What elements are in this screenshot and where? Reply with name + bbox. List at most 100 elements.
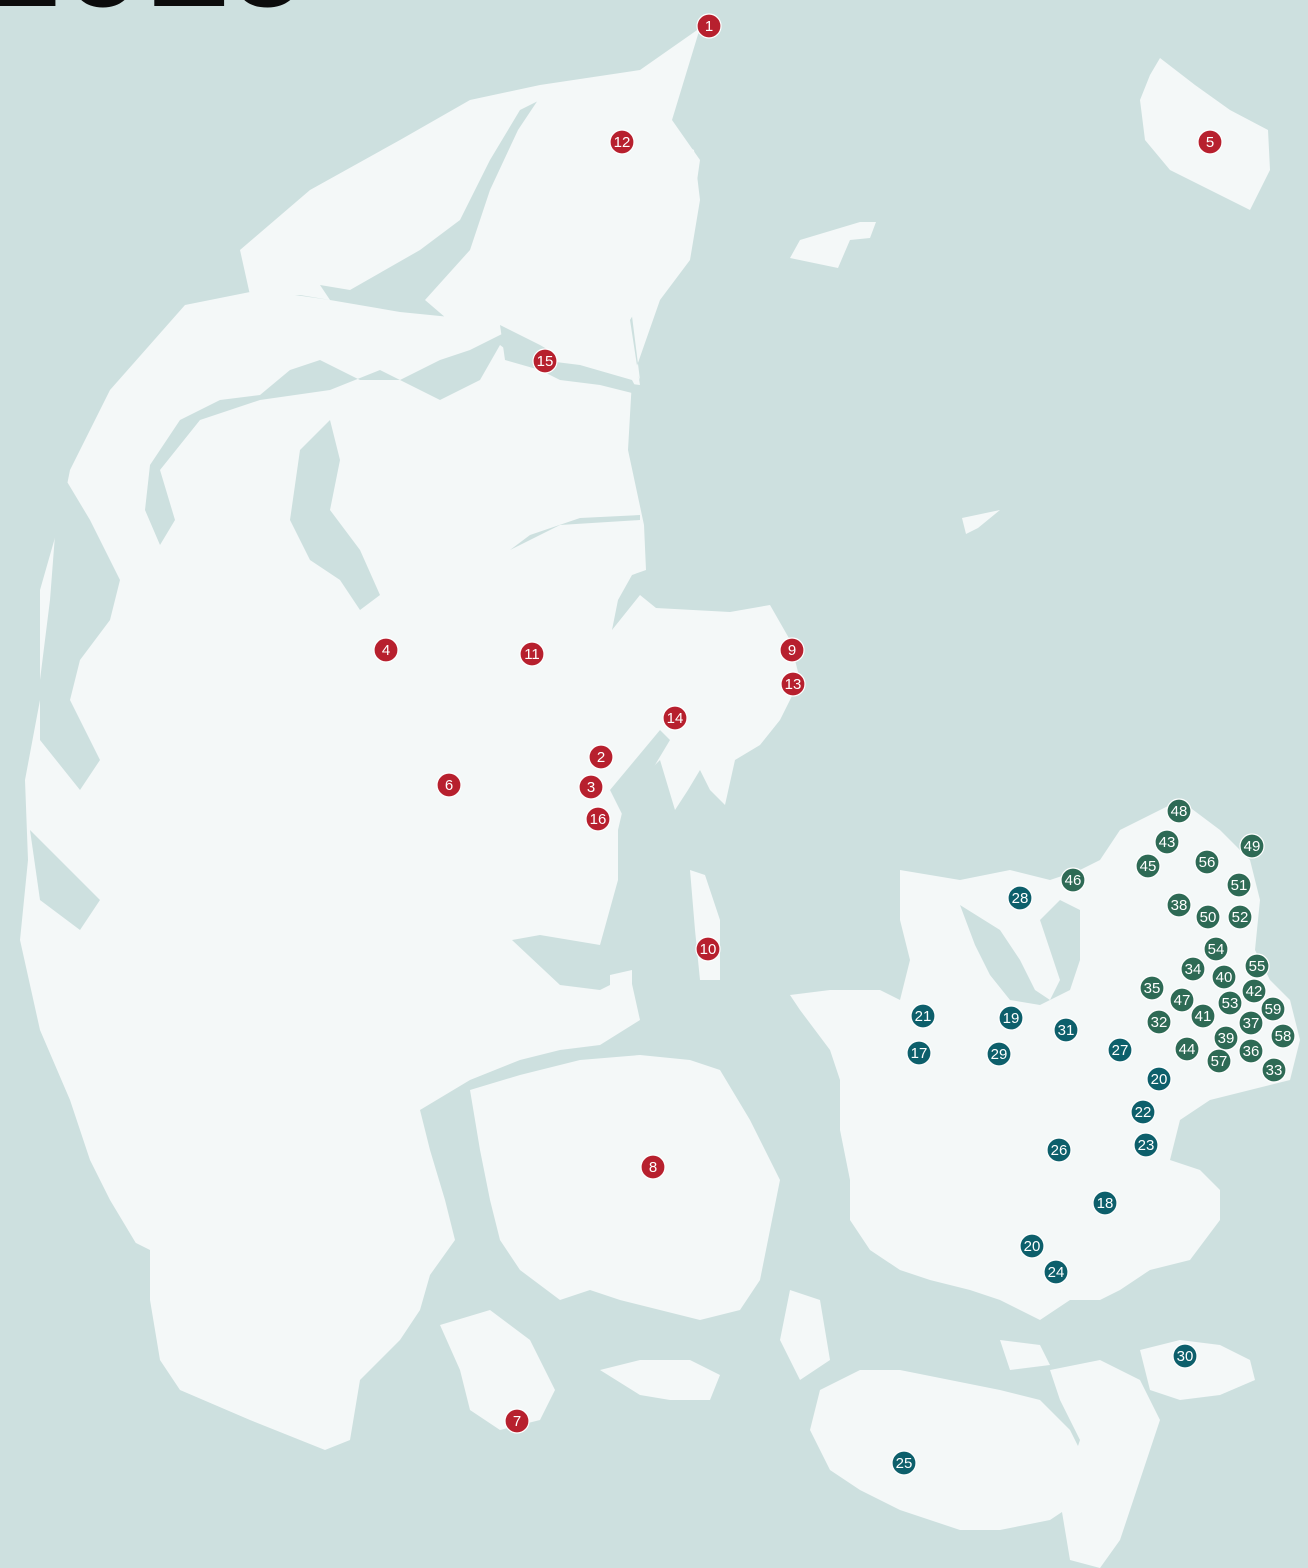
map-marker[interactable]: 8 (640, 1154, 666, 1180)
map-marker[interactable]: 10 (695, 936, 721, 962)
marker-dot (578, 774, 604, 800)
map-marker[interactable]: 18 (1092, 1190, 1118, 1216)
marker-label: 5 (1206, 134, 1214, 151)
land-als (440, 1310, 555, 1430)
marker-label: 2 (597, 749, 605, 766)
marker-dot (779, 637, 805, 663)
marker-label: 7 (513, 1413, 521, 1430)
map-marker[interactable]: 1 (696, 13, 722, 39)
marker-dot (1180, 956, 1206, 982)
map-marker[interactable]: 33 (1261, 1057, 1287, 1083)
marker-dot (519, 641, 545, 667)
map-marker[interactable]: 54 (1203, 936, 1229, 962)
map-marker[interactable]: 14 (662, 705, 688, 731)
map-marker[interactable]: 28 (1007, 885, 1033, 911)
land-vendsyssel (425, 28, 700, 385)
map-marker[interactable]: 50 (1195, 904, 1221, 930)
map-marker[interactable]: 22 (1130, 1099, 1156, 1125)
map-marker[interactable]: 36 (1238, 1038, 1264, 1064)
marker-dot (373, 637, 399, 663)
map-marker[interactable]: 30 (1172, 1343, 1198, 1369)
map-marker[interactable]: 42 (1241, 978, 1267, 1004)
marker-label: 34 (1185, 961, 1202, 978)
map-marker[interactable]: 20 (1146, 1066, 1172, 1092)
map-marker[interactable]: 3 (578, 774, 604, 800)
map-marker[interactable]: 15 (532, 348, 558, 374)
marker-dot (1194, 849, 1220, 875)
map-marker[interactable]: 43 (1154, 829, 1180, 855)
map-marker[interactable]: 41 (1190, 1003, 1216, 1029)
marker-dot (1092, 1190, 1118, 1216)
map-marker[interactable]: 45 (1135, 853, 1161, 879)
marker-label: 27 (1112, 1042, 1129, 1059)
water-west-lake (30, 830, 100, 930)
map-marker[interactable]: 12 (609, 129, 635, 155)
marker-label: 52 (1232, 909, 1249, 926)
marker-dot (1007, 885, 1033, 911)
map-marker[interactable]: 26 (1046, 1137, 1072, 1163)
marker-label: 14 (667, 710, 684, 727)
map-marker[interactable]: 13 (780, 671, 806, 697)
map-marker[interactable]: 44 (1174, 1036, 1200, 1062)
marker-dot (1238, 1010, 1264, 1036)
map-marker[interactable]: 40 (1211, 964, 1237, 990)
map-marker[interactable]: 52 (1227, 904, 1253, 930)
map-marker[interactable]: 38 (1166, 892, 1192, 918)
map-marker[interactable]: 47 (1169, 987, 1195, 1013)
marker-dot (696, 13, 722, 39)
marker-dot (891, 1450, 917, 1476)
map-marker[interactable]: 35 (1139, 975, 1165, 1001)
map-marker[interactable]: 19 (998, 1005, 1024, 1031)
map-marker[interactable]: 55 (1244, 953, 1270, 979)
map-marker[interactable]: 16 (585, 806, 611, 832)
map-marker[interactable]: 20 (1019, 1233, 1045, 1259)
marker-dot (1238, 1038, 1264, 1064)
map-marker[interactable]: 32 (1146, 1009, 1172, 1035)
marker-label: 30 (1177, 1348, 1194, 1365)
map-marker[interactable]: 24 (1043, 1259, 1069, 1285)
marker-dot (1190, 1003, 1216, 1029)
map-marker[interactable]: 6 (436, 772, 462, 798)
map-marker[interactable]: 53 (1217, 990, 1243, 1016)
map-marker[interactable]: 39 (1213, 1025, 1239, 1051)
marker-dot (1241, 978, 1267, 1004)
map-marker[interactable]: 2 (588, 744, 614, 770)
map-marker[interactable]: 17 (906, 1040, 932, 1066)
map-marker[interactable]: 59 (1260, 996, 1286, 1022)
map-marker[interactable]: 48 (1166, 798, 1192, 824)
marker-label: 41 (1195, 1008, 1212, 1025)
map-marker[interactable]: 21 (910, 1003, 936, 1029)
map-marker[interactable]: 31 (1053, 1017, 1079, 1043)
map-title: 2019 (0, 0, 312, 38)
map-marker[interactable]: 11 (519, 641, 545, 667)
map-marker[interactable]: 57 (1206, 1048, 1232, 1074)
map-marker[interactable]: 27 (1107, 1037, 1133, 1063)
marker-label: 50 (1200, 909, 1217, 926)
map-marker[interactable]: 37 (1238, 1010, 1264, 1036)
map-marker[interactable]: 25 (891, 1450, 917, 1476)
map-marker[interactable]: 34 (1180, 956, 1206, 982)
map-marker[interactable]: 58 (1270, 1023, 1296, 1049)
map-marker[interactable]: 49 (1239, 833, 1265, 859)
map-marker[interactable]: 46 (1060, 867, 1086, 893)
marker-label: 37 (1243, 1015, 1260, 1032)
marker-label: 38 (1171, 897, 1188, 914)
marker-label: 35 (1144, 980, 1161, 997)
map-marker[interactable]: 23 (1133, 1132, 1159, 1158)
map-marker[interactable]: 56 (1194, 849, 1220, 875)
map-marker[interactable]: 29 (986, 1041, 1012, 1067)
marker-dot (695, 936, 721, 962)
map-marker[interactable]: 7 (504, 1408, 530, 1434)
marker-label: 13 (785, 676, 802, 693)
map-marker[interactable]: 4 (373, 637, 399, 663)
map-marker[interactable]: 5 (1197, 129, 1223, 155)
map-marker[interactable]: 9 (779, 637, 805, 663)
marker-dot (1206, 1048, 1232, 1074)
map-marker[interactable]: 51 (1226, 872, 1252, 898)
land-falster (1050, 1360, 1160, 1568)
marker-dot (1213, 1025, 1239, 1051)
marker-label: 56 (1199, 854, 1216, 871)
land-sjaelland (790, 800, 1300, 1320)
marker-dot (662, 705, 688, 731)
